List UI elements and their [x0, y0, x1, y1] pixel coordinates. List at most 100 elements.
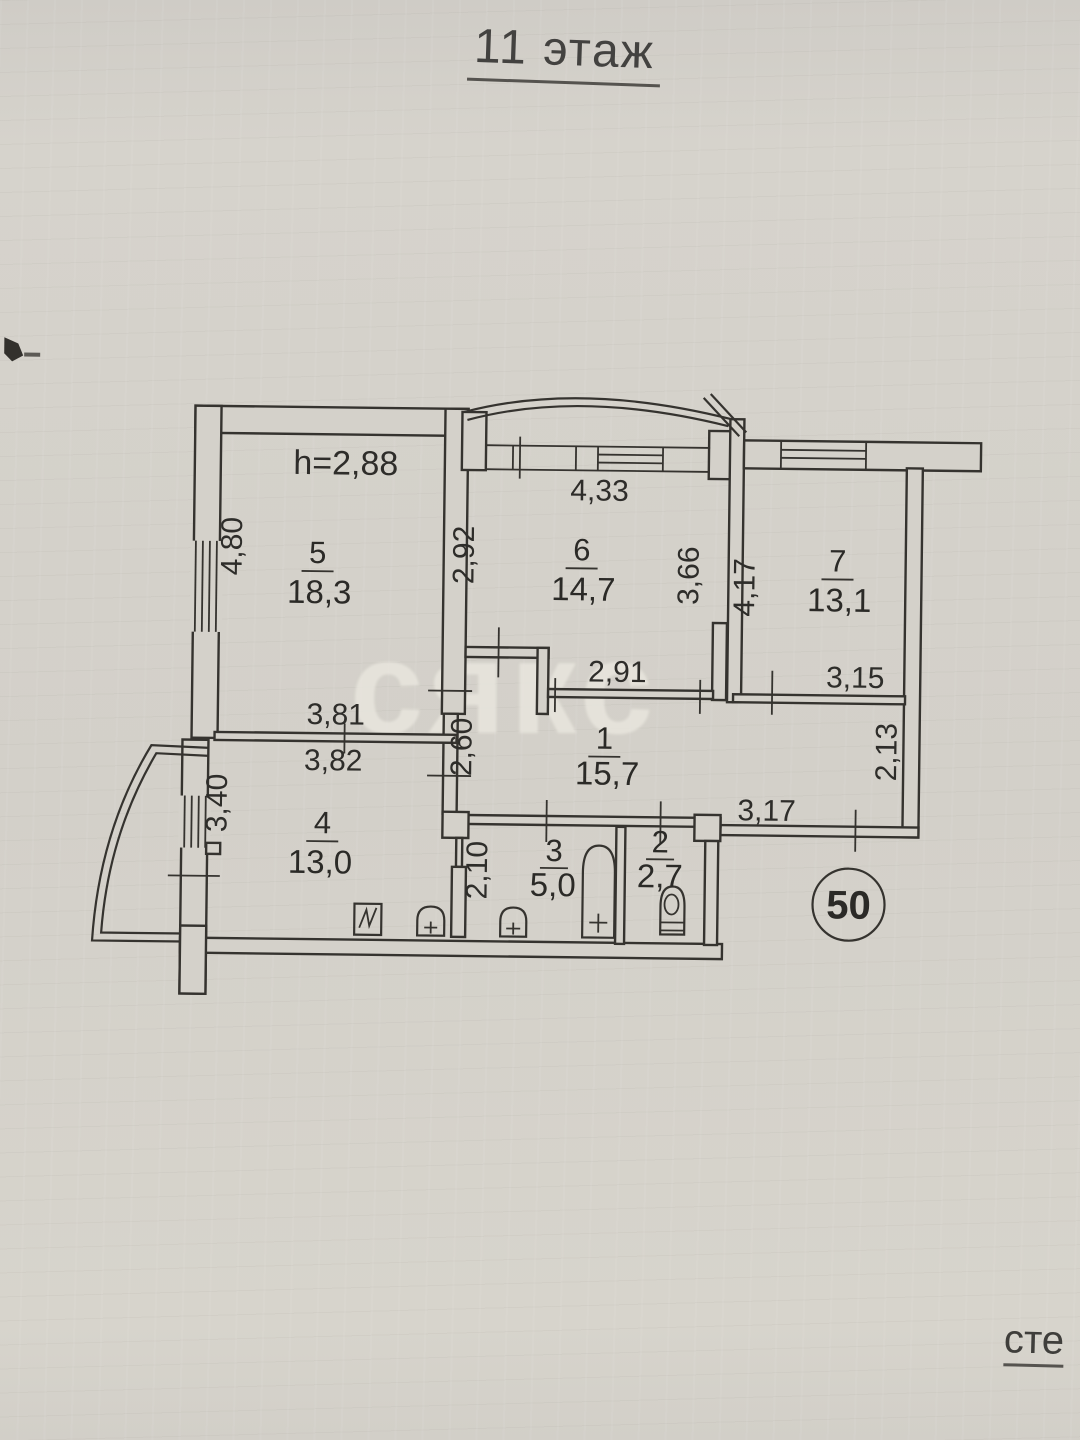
door-tick: [770, 670, 774, 715]
wall-bath-top: [444, 813, 722, 829]
balcony-outer-line: [464, 397, 732, 421]
dim-corridor-right: 2,13: [870, 723, 904, 782]
dim-room6-left: 2,92: [447, 526, 481, 585]
window-line: [204, 795, 207, 848]
bottom-note: сте: [1003, 1317, 1065, 1368]
roof-diagonal: [702, 397, 741, 438]
sink-outline: [416, 905, 446, 937]
dim-rooms54-bottom: 3,82: [304, 744, 363, 778]
dim-room6-top: 4,33: [570, 474, 629, 508]
wall-bottom: [178, 936, 724, 961]
wall-room5-top: [194, 404, 470, 438]
dim-ceiling-height: h=2,88: [293, 444, 398, 483]
window-room4-left: [178, 795, 211, 848]
window-line: [197, 795, 200, 848]
window-louver: [597, 453, 664, 457]
balcony-outer-line: [90, 744, 210, 943]
room-area: 13,0: [288, 843, 353, 881]
dim-room7-bottom: 3,15: [826, 661, 885, 695]
dim-room4-left: 3,40: [200, 774, 234, 833]
room5-label: 5 18,3: [287, 535, 352, 611]
bottom-note-text: сте: [1003, 1317, 1065, 1368]
apartment-number-text: 50: [826, 883, 871, 928]
window-line: [200, 540, 204, 632]
room-area: 14,7: [551, 570, 616, 608]
wall-room6-corridor: [546, 687, 715, 701]
tick: [167, 874, 220, 877]
wall-right: [901, 467, 925, 839]
balcony-left: [90, 744, 210, 943]
door-tick: [854, 809, 857, 852]
stove-outline: [353, 902, 383, 937]
stove-glyph: [358, 906, 378, 930]
ink-mark: [4, 337, 41, 362]
sink-outline: [498, 906, 528, 938]
walls: [90, 393, 983, 996]
window-line: [207, 540, 211, 632]
apartment-number-circle: [811, 867, 886, 942]
pillar: [460, 410, 488, 472]
room-number: 6: [573, 532, 591, 567]
wall-niche-vertical: [535, 646, 550, 716]
wall-rooms5-4: [213, 730, 458, 745]
window-louver: [781, 448, 867, 452]
room-number: 2: [651, 824, 669, 859]
ink-blot: [4, 337, 24, 362]
wall-room2-right: [702, 839, 720, 947]
dimension-labels: h=2,88 4,33 4,80 2,92 3,66 4,17 2,91 3,1…: [200, 444, 904, 900]
tick: [427, 774, 472, 777]
wall-stub-bottom-left: [178, 924, 208, 996]
pillar: [693, 813, 722, 843]
duct-shaft: [710, 621, 729, 702]
dim-corridor-top: 2,91: [588, 655, 647, 689]
sink-icon: [498, 906, 528, 938]
room-area: 2,7: [637, 857, 683, 895]
room-number: 7: [829, 543, 847, 578]
balcony-inner-line: [467, 404, 729, 428]
room-area: 18,3: [287, 573, 352, 611]
toilet-bowl: [663, 893, 680, 916]
dim-room7-left: 4,17: [728, 558, 762, 617]
window-room6-top: [460, 410, 733, 481]
window-louver: [780, 456, 866, 460]
room-number: 5: [309, 535, 327, 570]
pillar: [707, 429, 733, 481]
room6-label: 6 14,7: [551, 532, 616, 608]
room-labels: 5 18,3 6 14,7 7 13,1 1 15,7: [287, 532, 872, 903]
bathtub-icon: [580, 844, 616, 939]
sink-icon: [416, 905, 446, 937]
balcony-inner-line: [99, 752, 210, 935]
bathtub-outline: [580, 844, 616, 939]
toilet-outline: [659, 885, 686, 936]
tick: [518, 436, 522, 479]
dim-room3-left: 2,10: [461, 841, 495, 900]
door-tick: [545, 799, 548, 842]
dim-rooms54-top: 3,81: [306, 698, 365, 732]
dim-corridor-left: 2,60: [445, 718, 479, 777]
wall-notch: [204, 841, 222, 856]
pillar: [441, 810, 470, 840]
wall-room7-corridor: [731, 693, 907, 706]
window-room7-top: [702, 393, 983, 473]
room4-label: 4 13,0: [288, 805, 353, 881]
room-area: 15,7: [575, 754, 640, 792]
apartment-number-badge: 50: [811, 867, 886, 942]
balcony-arc-top: [464, 397, 732, 428]
wall-room3-left-stub: [449, 865, 468, 939]
fixtures: [353, 844, 686, 939]
dim-corridor-bottom: 3,17: [737, 794, 796, 828]
ink-dash: [24, 352, 41, 357]
roof-diagonal: [709, 393, 748, 434]
room-number: 1: [596, 721, 614, 756]
window-louver: [597, 461, 663, 465]
window-band: [742, 439, 983, 473]
wall-ticks: [167, 436, 857, 877]
toilet-icon: [659, 885, 686, 936]
room-area: 13,1: [807, 581, 872, 619]
door-tick: [659, 801, 662, 844]
room2-label: 2 2,7: [637, 824, 683, 895]
door-tick: [497, 627, 500, 678]
window-opening: [189, 540, 223, 632]
